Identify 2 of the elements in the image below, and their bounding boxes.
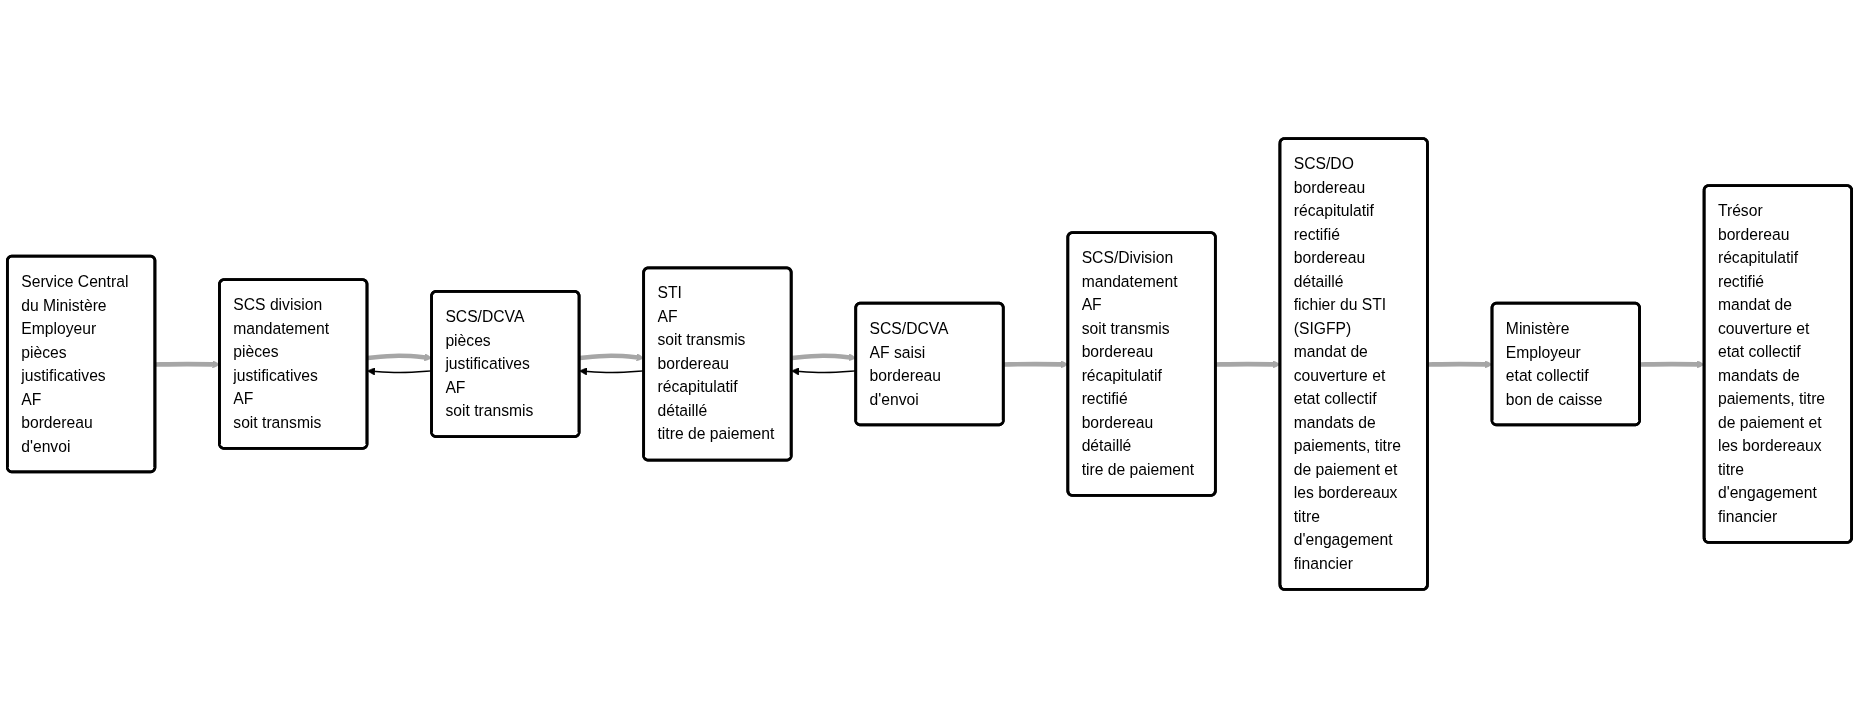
arrow (1639, 360, 1705, 369)
arrow (1427, 360, 1493, 369)
